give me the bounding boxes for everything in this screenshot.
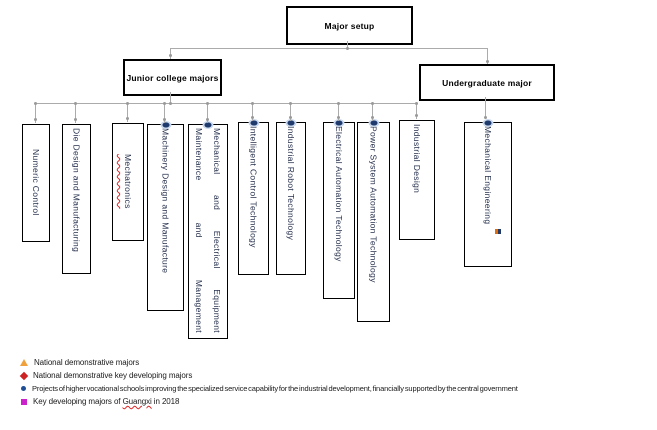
major-label: Mechatronics (123, 153, 133, 209)
major-label: Mechanical and Electrical Equipment Main… (194, 128, 222, 333)
connector-dot (371, 102, 374, 105)
connector-line (35, 103, 36, 123)
connector-dot (415, 102, 418, 105)
major-box-mech-elec-equipment-maintenance: Mechanical and Electrical Equipment Main… (188, 121, 228, 339)
connector-line (75, 103, 76, 123)
connector-line (170, 92, 171, 103)
major-label: Industrial Robot Technology (286, 126, 296, 241)
circle-marker-icon (21, 386, 26, 391)
connector-dot (251, 116, 254, 119)
major-box-machinery-design-and-manufacture: Machinery Design and Manufacture (147, 121, 184, 311)
connector-dot (486, 60, 489, 63)
connector-line (290, 103, 291, 121)
legend-row-national-key-developing: National demonstrative key developing ma… (19, 371, 518, 380)
major-box-numeric-control: Numeric Control (22, 124, 50, 242)
major-label: Electrical Automation Technology (334, 126, 344, 262)
connector-dot (34, 102, 37, 105)
connector-dot (163, 102, 166, 105)
connector-dot (289, 116, 292, 119)
connector-dot (74, 118, 77, 121)
connector-dot (289, 102, 292, 105)
connector-dot (346, 47, 349, 50)
node-undergraduate-major: Undergraduate major (419, 64, 555, 101)
major-label: Mechanical Engineering (483, 126, 493, 225)
connector-line (347, 41, 348, 49)
major-label: Industrial Design (412, 124, 422, 194)
major-box-power-system-automation-technology: Power System Automation Technology (357, 119, 390, 322)
major-box-industrial-design: Industrial Design (399, 120, 435, 240)
legend-row-national-demonstrative: National demonstrative majors (20, 358, 518, 367)
major-box-intelligent-control-technology: Intelligent Control Technology (238, 119, 269, 275)
major-box-industrial-robot-technology: Industrial Robot Technology (276, 119, 306, 275)
connector-dot (371, 116, 374, 119)
legend-row-central-government-projects: Projects of higher vocational schools im… (20, 384, 518, 393)
legend-label: National demonstrative key developing ma… (33, 371, 193, 380)
connector-dot (337, 116, 340, 119)
connector-dot (206, 118, 209, 121)
diamond-marker-icon (19, 371, 29, 380)
connector-dot (74, 102, 77, 105)
connector-line (127, 103, 128, 122)
connector-line (487, 49, 488, 64)
connector-dot (126, 102, 129, 105)
major-label: Die Design and Manufacturing (71, 128, 82, 253)
major-box-electrical-automation-technology: Electrical Automation Technology (323, 119, 355, 299)
connector-dot (484, 116, 487, 119)
connector-line (35, 103, 416, 104)
connector-dot (337, 102, 340, 105)
node-junior-college-majors: Junior college majors (123, 59, 222, 96)
connector-dot (169, 102, 172, 105)
legend-label: Projects of higher vocational schools im… (32, 384, 518, 393)
connector-line (416, 103, 417, 119)
connector-line (164, 103, 165, 123)
connector-line (485, 97, 486, 118)
junior-node-label: Junior college majors (126, 72, 219, 83)
connector-line (170, 48, 488, 49)
connector-dot (251, 102, 254, 105)
undergraduate-node-label: Undergraduate major (442, 77, 532, 88)
square-marker-icon (21, 398, 27, 405)
misspelled-word: Guangxi (122, 397, 152, 406)
connector-dot (126, 117, 129, 120)
root-node-label: Major setup (324, 20, 375, 31)
connector-dot (163, 118, 166, 121)
triangle-marker-icon (20, 359, 28, 366)
major-label: Power System Automation Technology (368, 126, 379, 283)
connector-dot (206, 102, 209, 105)
major-label: Numeric Control (31, 148, 41, 216)
connector-line (252, 103, 253, 121)
connector-dot (169, 54, 172, 57)
legend: National demonstrative majors National d… (19, 358, 518, 410)
legend-label: National demonstrative majors (34, 358, 140, 367)
connector-line (372, 103, 373, 121)
connector-dot (415, 114, 418, 117)
root-node-major-setup: Major setup (286, 6, 413, 45)
major-box-mechanical-engineering: Mechanical Engineering (464, 119, 512, 267)
major-box-die-design-and-manufacturing: Die Design and Manufacturing (62, 124, 91, 274)
text-end-marker-icon (495, 229, 501, 234)
major-label: Intelligent Control Technology (248, 126, 259, 248)
major-label: Machinery Design and Manufacture (160, 128, 171, 274)
connector-dot (34, 118, 37, 121)
major-box-mechatronics: Mechatronics (112, 123, 144, 241)
legend-label: Key developing majors of Guangxi in 2018 (33, 397, 180, 406)
connector-line (338, 103, 339, 121)
connector-line (207, 103, 208, 123)
legend-row-guangxi-key-developing: Key developing majors of Guangxi in 2018 (20, 397, 518, 406)
